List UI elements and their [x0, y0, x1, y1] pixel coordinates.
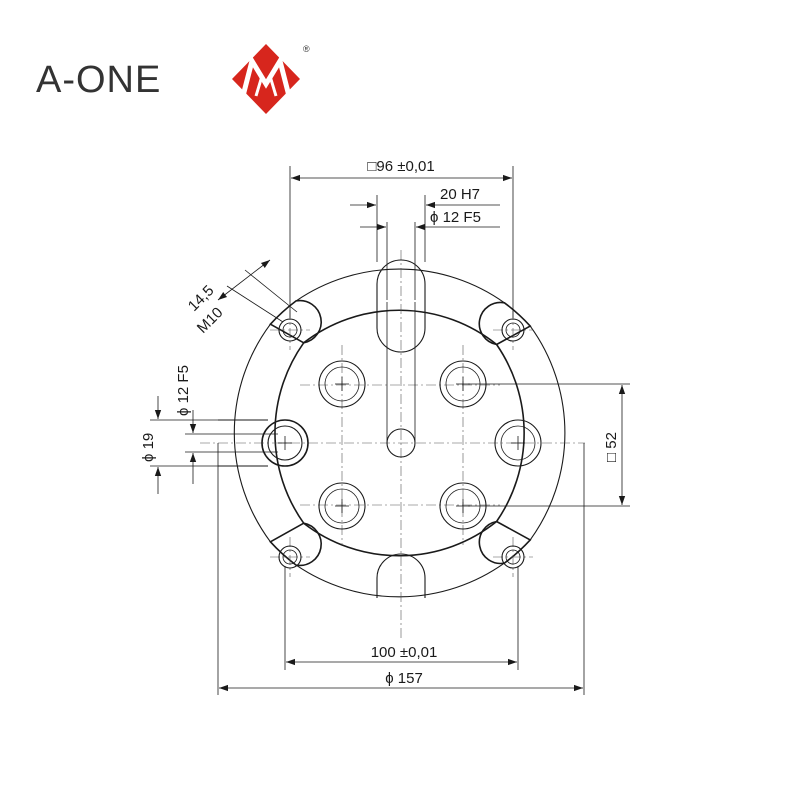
pin-hole-bottom-left	[318, 482, 366, 530]
bolt-hole-top-right	[501, 318, 525, 342]
pin-hole-left	[261, 419, 309, 467]
dim-square-52: □ 52	[603, 432, 620, 462]
dim-span-100: 100 ±0,01	[371, 644, 438, 661]
brand-name: A-ONE	[36, 59, 161, 101]
brand-logo-icon	[232, 44, 300, 114]
registered-mark: ®	[303, 44, 310, 54]
dim-pin-12-left: ϕ 12 F5	[175, 365, 192, 416]
center-lines	[200, 250, 585, 640]
dim-pin-12-top: ϕ 12 F5	[430, 209, 481, 226]
dimension-labels: □96 ±0,01 20 H7 ϕ 12 F5 14,5 M10 ϕ 12 F5…	[140, 158, 620, 687]
dim-square-96: □96 ±0,01	[367, 158, 434, 175]
center-hole	[386, 428, 416, 458]
dimension-lines	[154, 174, 626, 692]
brand-header: A-ONE ®	[36, 44, 310, 114]
bolt-hole-bottom-right	[501, 545, 525, 569]
extension-lines	[150, 166, 630, 695]
pin-hole-top-left	[318, 360, 366, 408]
dim-slot-20: 20 H7	[440, 186, 480, 203]
slots	[218, 259, 426, 598]
pin-hole-right	[494, 419, 542, 467]
dim-dia-19: ϕ 19	[140, 433, 157, 462]
holes	[261, 318, 542, 569]
bolt-hole-bottom-left	[278, 545, 302, 569]
dim-dia-157: ϕ 157	[385, 670, 423, 687]
bolt-hole-top-left	[278, 318, 302, 342]
part-outline	[233, 268, 566, 598]
